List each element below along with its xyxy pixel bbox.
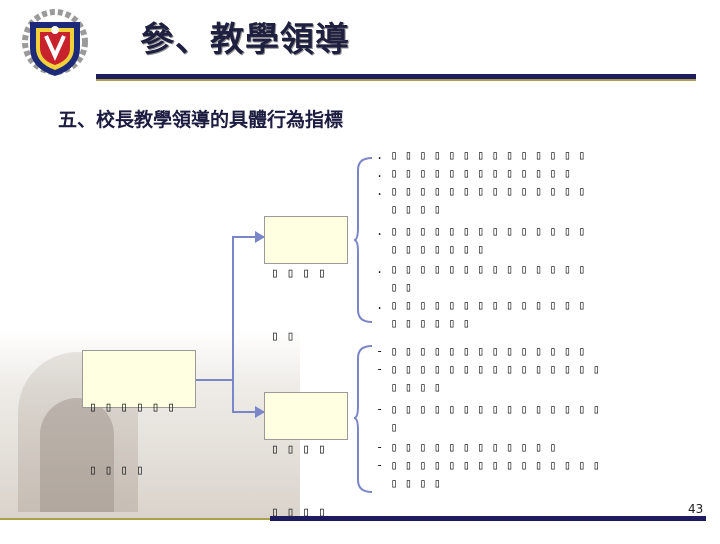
indicator-a-3-cont: ▯ ▯ ▯ ▯ xyxy=(376,202,442,216)
brace-a-icon xyxy=(353,157,373,323)
box-a-line-1: ▯ ▯ ▯ ▯ xyxy=(271,266,326,281)
box-a-line-2: ▯ ▯ xyxy=(271,329,295,344)
background-arch-opening xyxy=(40,398,114,512)
category-box-b: ▯ ▯ ▯ ▯ ▯ ▯ ▯ ▯ xyxy=(264,392,348,520)
connector-root xyxy=(196,379,232,381)
indicator-b-3-cont: ▯ xyxy=(376,420,398,434)
footer-divider-accent xyxy=(0,518,270,520)
indicator-a-1: . ▯ ▯ ▯ ▯ ▯ ▯ ▯ ▯ ▯ ▯ ▯ ▯ ▯ ▯ xyxy=(376,148,586,162)
indicator-a-5: . ▯ ▯ ▯ ▯ ▯ ▯ ▯ ▯ ▯ ▯ ▯ ▯ ▯ ▯ xyxy=(376,262,586,276)
page-number: 43 xyxy=(688,502,704,516)
indicator-b-5: - ▯ ▯ ▯ ▯ ▯ ▯ ▯ ▯ ▯ ▯ ▯ ▯ ▯ ▯ ▯ xyxy=(376,458,600,472)
indicator-a-3: . ▯ ▯ ▯ ▯ ▯ ▯ ▯ ▯ ▯ ▯ ▯ ▯ ▯ ▯ xyxy=(376,184,586,198)
indicator-b-5-cont: ▯ ▯ ▯ ▯ xyxy=(376,476,442,490)
indicator-b-1: - ▯ ▯ ▯ ▯ ▯ ▯ ▯ ▯ ▯ ▯ ▯ ▯ ▯ ▯ xyxy=(376,344,586,358)
school-logo-icon xyxy=(22,9,88,76)
header-divider xyxy=(96,74,696,79)
footer-divider xyxy=(270,516,706,521)
brace-b-icon xyxy=(353,345,373,493)
connector-vertical xyxy=(232,236,234,412)
connector-to-box-b xyxy=(232,411,264,413)
indicator-a-6: . ▯ ▯ ▯ ▯ ▯ ▯ ▯ ▯ ▯ ▯ ▯ ▯ ▯ ▯ xyxy=(376,298,586,312)
indicator-b-4: - ▯ ▯ ▯ ▯ ▯ ▯ ▯ ▯ ▯ ▯ ▯ ▯ xyxy=(376,440,557,454)
arrow-b-icon xyxy=(255,406,265,418)
page-title: 參、教學領導 xyxy=(140,20,350,60)
indicator-b-3: - ▯ ▯ ▯ ▯ ▯ ▯ ▯ ▯ ▯ ▯ ▯ ▯ ▯ ▯ ▯ xyxy=(376,402,600,416)
indicator-a-5-cont: ▯ ▯ xyxy=(376,280,413,294)
root-box-line-1: ▯ ▯ ▯ ▯ ▯ ▯ xyxy=(89,400,176,415)
indicator-a-4-cont: ▯ ▯ ▯ ▯ ▯ ▯ ▯ xyxy=(376,242,485,256)
indicator-a-6-cont: ▯ ▯ ▯ ▯ ▯ ▯ xyxy=(376,316,470,330)
indicator-a-4: . ▯ ▯ ▯ ▯ ▯ ▯ ▯ ▯ ▯ ▯ ▯ ▯ ▯ ▯ xyxy=(376,224,586,238)
root-box: ▯ ▯ ▯ ▯ ▯ ▯ ▯ ▯ ▯ ▯ xyxy=(82,350,196,478)
indicator-b-2-cont: ▯ ▯ ▯ ▯ xyxy=(376,380,442,394)
section-subtitle: 五、校長教學領導的具體行為指標 xyxy=(58,109,344,131)
box-b-line-1: ▯ ▯ ▯ ▯ xyxy=(271,442,326,457)
root-box-line-2: ▯ ▯ ▯ ▯ xyxy=(89,463,144,478)
header-divider-accent xyxy=(96,79,696,81)
indicator-a-2: . ▯ ▯ ▯ ▯ ▯ ▯ ▯ ▯ ▯ ▯ ▯ ▯ ▯ xyxy=(376,166,572,180)
indicator-b-2: - ▯ ▯ ▯ ▯ ▯ ▯ ▯ ▯ ▯ ▯ ▯ ▯ ▯ ▯ ▯ xyxy=(376,362,600,376)
arrow-a-icon xyxy=(255,231,265,243)
connector-to-box-a xyxy=(232,236,264,238)
box-b-line-2: ▯ ▯ ▯ ▯ xyxy=(271,505,326,520)
category-box-a: ▯ ▯ ▯ ▯ ▯ ▯ xyxy=(264,216,348,344)
